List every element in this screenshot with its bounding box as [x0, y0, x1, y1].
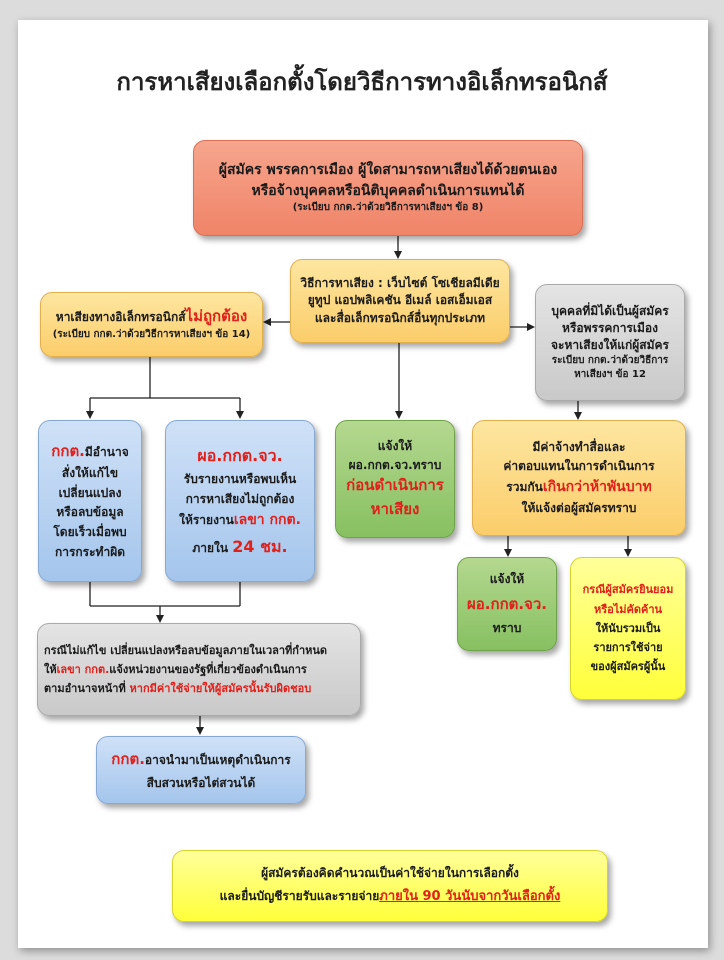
investigate-line-2: สืบสวนหรือไต่สวนได้: [146, 775, 256, 790]
director-line-3-highlight: เลขา กกต.: [233, 512, 301, 529]
third-party-note-2: หาเสียงฯ ข้อ 12: [574, 368, 646, 380]
director-line-3-prefix: ให้รายงาน: [179, 513, 234, 528]
provincial-director-box: ผอ.กกต.จว. รับรายงานหรือพบเห็น การหาเสีย…: [165, 420, 315, 582]
notify-line-1: แจ้งให้: [377, 439, 413, 454]
cost-line-3-prefix: รวมกัน: [506, 480, 543, 495]
methods-line-2: ยูทูป แอปพลิเคชัน อีเมล์ เอสเอ็มเอส: [307, 293, 493, 308]
director-line-4-highlight: 24 ชม.: [232, 537, 288, 557]
director-line-1: รับรายงานหรือพบเห็น: [183, 471, 297, 486]
consent-line-5: ของผู้สมัครผู้นั้น: [590, 660, 666, 674]
cost-line-4: ให้แจ้งต่อผู้สมัครทราบ: [521, 500, 637, 515]
notify-director-box: แจ้งให้ ผอ.กกต.จว.ทราบ ก่อนดำเนินการ หาเ…: [335, 420, 455, 538]
improper-heading: หาเสียงทางอิเล็กทรอนิกส์ไม่ถูกต้อง: [56, 306, 247, 328]
methods-line-1: วิธีการหาเสียง : เว็บไซต์ โซเชียลมีเดีย: [300, 275, 500, 290]
notify-director-box-2: แจ้งให้ ผอ.กกต.จว. ทราบ: [457, 557, 557, 651]
third-party-note-1: ระเบียบ กกต.ว่าด้วยวิธีการ: [551, 354, 669, 366]
investigate-prefix: กกต.: [111, 750, 145, 769]
improper-campaign-box: หาเสียงทางอิเล็กทรอนิกส์ไม่ถูกต้อง (ระเบ…: [40, 292, 263, 357]
notify2-line-1: แจ้งให้: [489, 571, 525, 586]
nofix-line-2-highlight: เลขา กกต.: [56, 662, 110, 676]
third-party-line-2: หรือพรรคการเมือง: [562, 321, 658, 336]
director-line-2: การหาเสียงไม่ถูกต้อง: [185, 492, 295, 507]
ect-heading: กกต.มีอำนาจ: [51, 439, 128, 464]
ect-authority-box: กกต.มีอำนาจ สั่งให้แก้ไข เปลี่ยนแปลง หรื…: [38, 420, 142, 582]
expense-line-2-highlight: ภายใน 90 วันนับจากวันเลือกตั้ง: [379, 889, 561, 905]
cost-line-3: รวมกันเกินกว่าห้าพันบาท: [506, 476, 651, 498]
candidate-line-2: หรือจ้างบุคคลหรือนิติบุคคลดำเนินการแทนได…: [251, 182, 525, 199]
media-cost-box: มีค่าจ้างทำสื่อและ ค่าตอบแทนในการดำเนินก…: [472, 420, 686, 536]
nofix-line-2-prefix: ให้: [44, 662, 57, 676]
expense-line-2: และยื่นบัญชีรายรับและรายจ่ายภายใน 90 วัน…: [220, 885, 561, 910]
consent-line-3: ให้นับรวมเป็น: [595, 621, 661, 635]
director-line-4-prefix: ภายใน: [192, 541, 233, 556]
ect-line-2: สั่งให้แก้ไข: [61, 465, 119, 480]
nofix-line-3-prefix: ตามอำนาจหน้าที่: [44, 682, 130, 696]
arrowhead: [236, 411, 244, 419]
improper-prefix: หาเสียงทางอิเล็กทรอนิกส์: [55, 310, 186, 325]
notify2-highlight: ผอ.กกต.จว.: [466, 594, 547, 613]
notify-line-2: ผอ.กกต.จว.ทราบ: [348, 457, 442, 472]
director-line-3: ให้รายงานเลขา กกต.: [179, 509, 301, 533]
investigation-box: กกต.อาจนำมาเป็นเหตุดำเนินการ สืบสวนหรือไ…: [96, 736, 306, 804]
ect-line-3: เปลี่ยนแปลง: [58, 485, 122, 500]
expense-line-1: ผู้สมัครต้องคิดคำนวณเป็นค่าใช้จ่ายในการเ…: [261, 866, 519, 881]
director-line-4: ภายใน 24 ชม.: [192, 533, 287, 560]
ect-line-6: การกระทำผิด: [54, 545, 126, 560]
cost-line-1: มีค่าจ้างทำสื่อและ: [532, 440, 626, 455]
campaign-methods-box: วิธีการหาเสียง : เว็บไซต์ โซเชียลมีเดีย …: [290, 259, 510, 343]
improper-highlight: ไม่ถูกต้อง: [185, 307, 248, 326]
methods-line-3: และสื่อเล็กทรอนิกส์อื่นทุกประเภท: [314, 310, 486, 325]
nofix-line-2: ให้เลขา กกต.แจ้งหน่วยงานของรัฐที่เกี่ยวข…: [44, 660, 307, 679]
arrowhead: [395, 411, 403, 419]
expense-report-box: ผู้สมัครต้องคิดคำนวณเป็นค่าใช้จ่ายในการเ…: [172, 850, 608, 922]
cost-line-3-highlight: เกินกว่าห้าพันบาท: [542, 479, 652, 496]
no-correction-box: กรณีไม่แก้ไข เปลี่ยนแปลงหรือลบข้อมูลภายใ…: [37, 623, 361, 716]
arrowhead: [574, 412, 582, 420]
candidate-consent-box: กรณีผู้สมัครยินยอม หรือไม่คัดค้าน ให้นับ…: [570, 557, 686, 700]
arrowhead: [263, 318, 271, 326]
arrowhead: [196, 727, 204, 735]
notify2-line-3: ทราบ: [492, 620, 522, 635]
arrowhead: [504, 549, 512, 557]
regulation-note: (ระเบียบ กกต.ว่าด้วยวิธีการหาเสียงฯ ข้อ …: [292, 202, 484, 214]
ect-line-4: หรือลบข้อมูล: [56, 505, 124, 520]
arrowhead: [527, 323, 535, 331]
director-heading: ผอ.กกต.จว.: [197, 445, 283, 465]
investigate-line-1-text: อาจนำมาเป็นเหตุดำเนินการ: [144, 753, 291, 768]
arrowhead: [624, 549, 632, 557]
candidate-campaign-box: ผู้สมัคร พรรคการเมือง ผู้ใดสามารถหาเสียง…: [193, 140, 583, 236]
arrowhead: [86, 411, 94, 419]
arrowhead: [394, 251, 402, 259]
third-party-box: บุคคลที่มิได้เป็นผู้สมัคร หรือพรรคการเมื…: [535, 284, 685, 401]
arrowhead: [156, 615, 164, 623]
third-party-line-1: บุคคลที่มิได้เป็นผู้สมัคร: [551, 304, 669, 319]
cost-line-2: ค่าตอบแทนในการดำเนินการ: [503, 459, 655, 474]
candidate-line-1: ผู้สมัคร พรรคการเมือง ผู้ใดสามารถหาเสียง…: [218, 162, 558, 179]
notify-highlight-1: ก่อนดำเนินการ: [346, 476, 444, 495]
nofix-line-3-highlight: หากมีค่าใช้จ่ายให้ผู้สมัครนั้นรับผิดชอบ: [129, 682, 312, 696]
ect-prefix: กกต.: [51, 442, 85, 461]
page-title: การหาเสียงเลือกตั้งโดยวิธีการทางอิเล็กทร…: [116, 68, 608, 96]
consent-highlight-1: กรณีผู้สมัครยินยอม: [582, 583, 674, 597]
consent-highlight-2: หรือไม่คัดค้าน: [593, 602, 663, 616]
improper-regulation-note: (ระเบียบ กกต.ว่าด้วยวิธีการหาเสียงฯ ข้อ …: [52, 329, 251, 341]
ect-line-1: มีอำนาจ: [84, 445, 129, 460]
notify-highlight-2: หาเสียง: [370, 499, 420, 518]
nofix-line-2-suffix: แจ้งหน่วยงานของรัฐที่เกี่ยวข้องดำเนินการ: [109, 662, 307, 676]
nofix-line-1: กรณีไม่แก้ไข เปลี่ยนแปลงหรือลบข้อมูลภายใ…: [44, 643, 328, 657]
expense-line-2-prefix: และยื่นบัญชีรายรับและรายจ่าย: [219, 889, 380, 904]
nofix-line-3: ตามอำนาจหน้าที่ หากมีค่าใช้จ่ายให้ผู้สมั…: [44, 679, 311, 698]
consent-line-4: รายการใช้จ่าย: [593, 641, 663, 655]
investigate-line-1: กกต.อาจนำมาเป็นเหตุดำเนินการ: [111, 747, 290, 773]
third-party-line-3: จะหาเสียงให้แก่ผู้สมัคร: [551, 337, 669, 352]
ect-line-5: โดยเร็วเมื่อพบ: [53, 525, 127, 540]
